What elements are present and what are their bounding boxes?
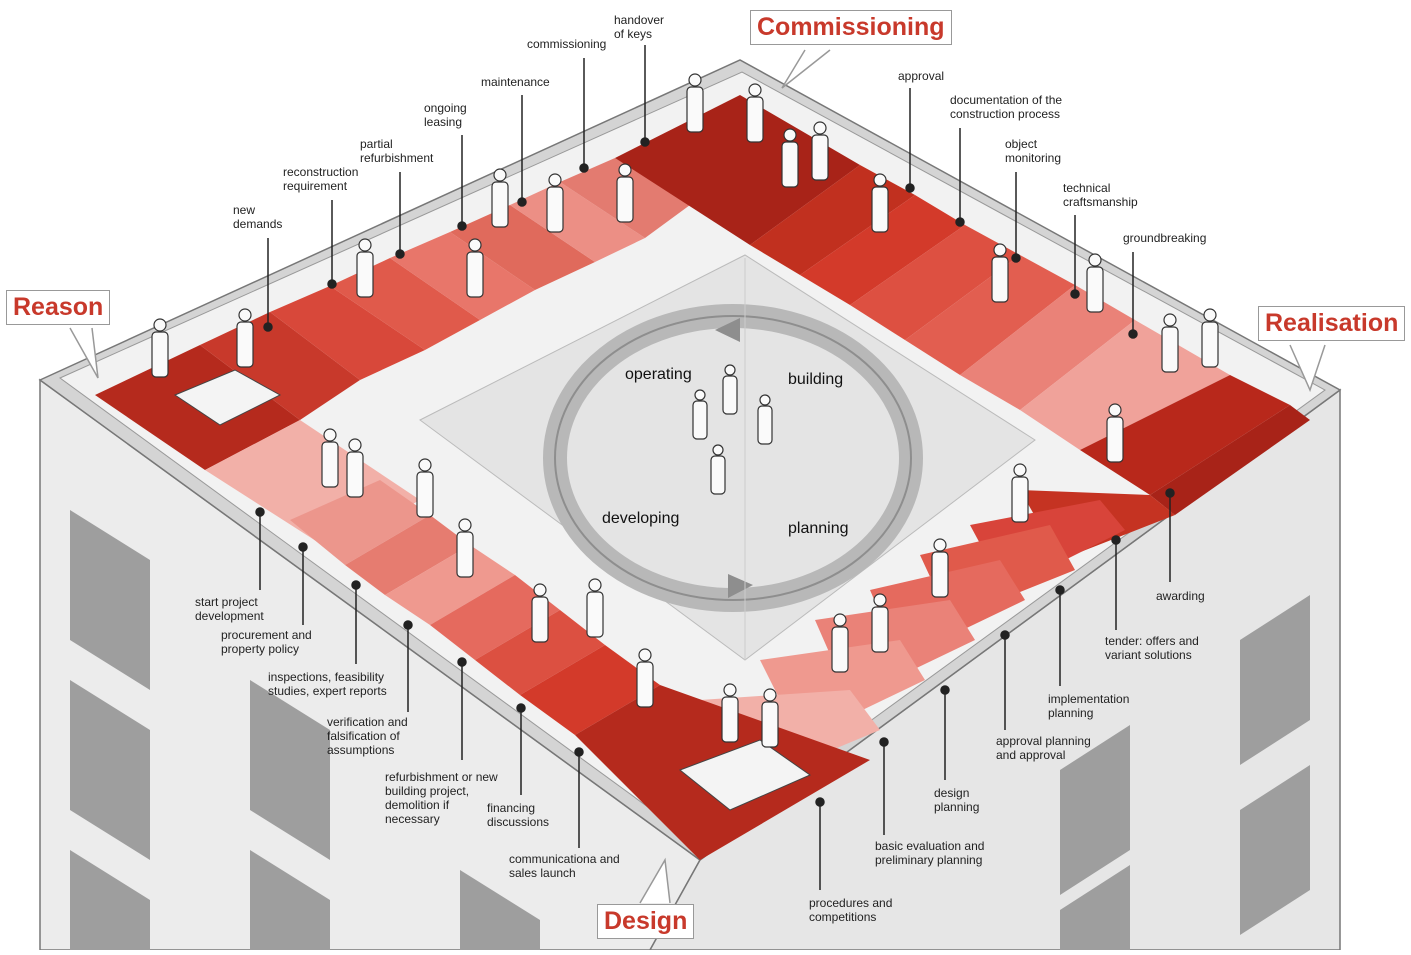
step-label-procedures: procedures and competitions (809, 896, 893, 924)
step-label-object-monitoring: object monitoring (1005, 137, 1062, 165)
step-label-basic-evaluation: basic evaluation and preliminary plannin… (875, 839, 985, 867)
figures (151, 73, 1219, 748)
step-label-technical-craftsmanship: technical craftsmanship (1063, 181, 1138, 209)
step-label-tender: tender: offers and variant solutions (1105, 634, 1199, 662)
step-label-awarding: awarding (1156, 589, 1205, 603)
step-label-verification: verification and falsification of assump… (327, 715, 408, 757)
step-label-documentation: documentation of the construction proces… (950, 93, 1063, 121)
phase-label-design: Design (597, 904, 695, 939)
step-label-groundbreaking: groundbreaking (1123, 231, 1207, 245)
phase-label-reason: Reason (6, 290, 111, 325)
phase-pointers (69, 49, 1326, 904)
phase-label-commissioning: Commissioning (750, 10, 952, 45)
step-label-design-planning: design planning (934, 786, 980, 814)
step-label-communications: communicationa and sales launch (509, 852, 620, 880)
step-label-ongoing-leasing: ongoing leasing (424, 101, 467, 129)
step-label-refurbishment-or-new: refurbishment or new building project, d… (385, 770, 498, 826)
leader-lines (255, 45, 1175, 890)
step-label-procurement: procurement and property policy (221, 628, 312, 656)
building-body (39, 378, 1341, 951)
cycle-label-developing: developing (602, 510, 680, 527)
table-design (679, 739, 812, 811)
step-label-financing: financing discussions (487, 801, 550, 829)
step-label-approval: approval (898, 69, 945, 83)
step-label-new-demands: new demands (233, 203, 283, 231)
step-label-reconstruction: reconstruction requirement (283, 165, 359, 193)
step-label-implementation-planning: implementation planning (1048, 692, 1130, 720)
step-label-maintenance: maintenance (481, 75, 550, 89)
cycle-ring (543, 258, 923, 660)
cycle-label-planning: planning (788, 520, 849, 537)
cycle-label-operating: operating (625, 366, 692, 383)
step-label-commissioning: commissioning (527, 37, 607, 51)
step-label-partial-refurbishment: partial refurbishment (360, 137, 434, 165)
track-bottom-right (700, 405, 1310, 780)
cycle-label-building: building (788, 371, 844, 388)
step-label-handover: handover of keys (614, 13, 665, 41)
step-label-approval-planning: approval planning and approval (996, 734, 1091, 762)
table-reason (173, 369, 282, 426)
phase-label-realisation: Realisation (1258, 306, 1406, 341)
step-label-start-project: start project development (195, 595, 264, 623)
step-label-inspections: inspections, feasibility studies, expert… (268, 670, 387, 698)
